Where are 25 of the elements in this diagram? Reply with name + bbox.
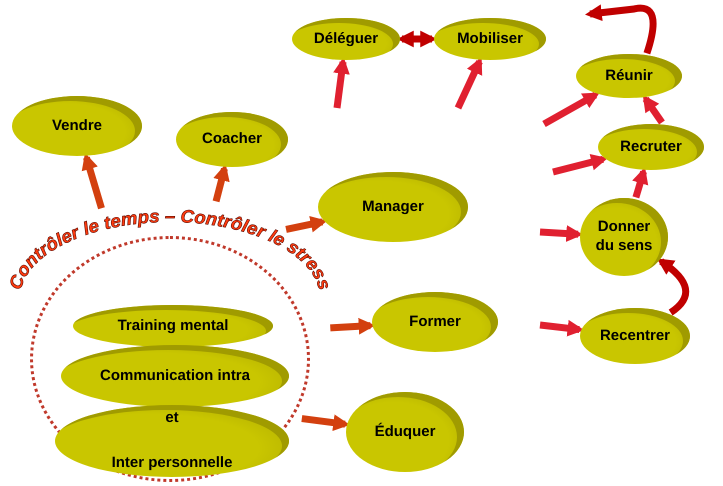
node-label: et [165,409,179,428]
node-label: Recentrer [600,326,670,346]
node-label: Coacher [202,130,262,149]
node-label: Réunir [605,66,653,86]
node-label: Vendre [52,116,102,136]
arrow [656,258,690,316]
node-label: Training mental [118,316,228,336]
arrow [585,4,657,54]
node-label: Inter personnelle [112,454,232,473]
node-label: Éduquer [374,422,436,442]
arrow [642,94,665,124]
node-label: Déléguer [314,30,378,48]
node-label: Former [409,312,461,332]
ellipse-node [598,124,704,170]
node-label: Manager [362,198,424,216]
arrow [454,57,483,110]
arrow [542,92,600,128]
node-label: Mobiliser [457,30,523,48]
arrow [285,216,328,233]
node-label: Recruter [620,138,682,156]
node-label: Donner du sens [594,218,654,256]
node-label: Communication intra [100,366,250,386]
arrow [552,154,608,176]
arrow [540,320,584,337]
arrow [330,318,376,335]
